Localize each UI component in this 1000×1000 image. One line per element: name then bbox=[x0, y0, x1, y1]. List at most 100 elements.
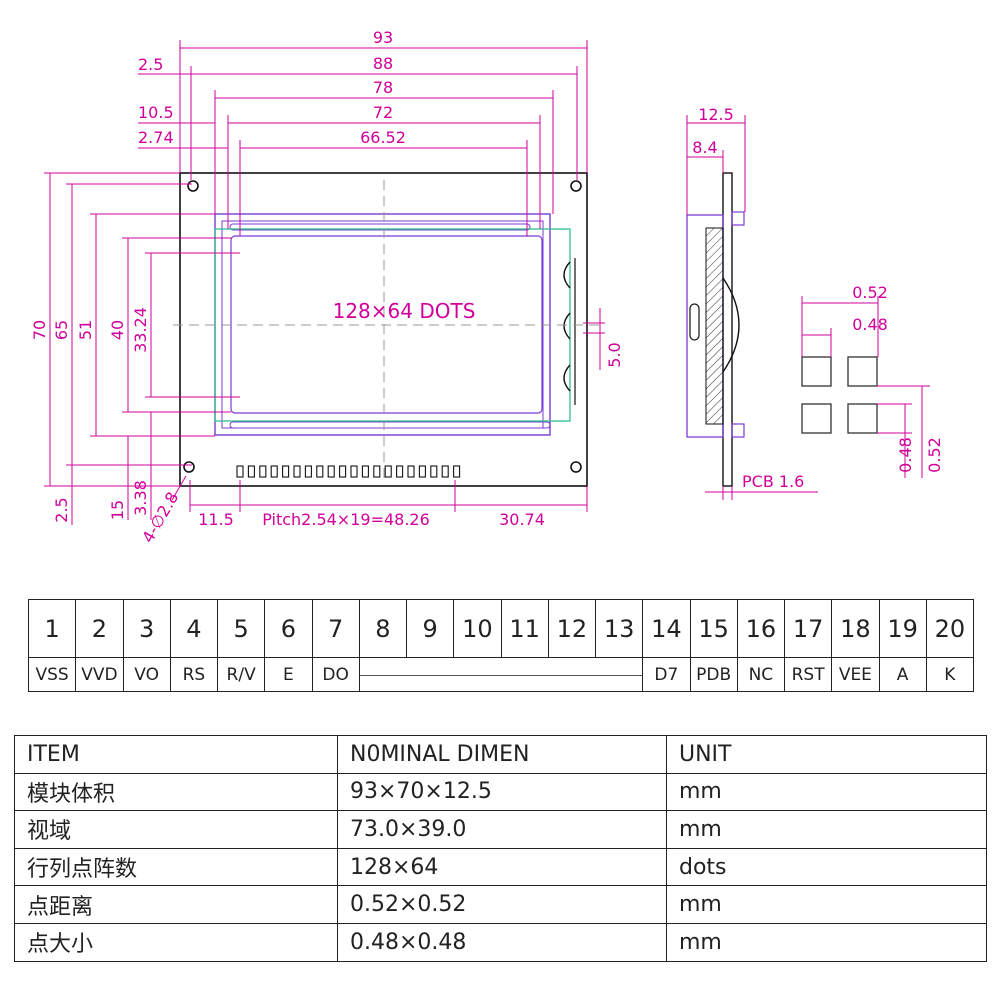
pin-number: 5 bbox=[216, 599, 266, 658]
dim-0-52-top: 0.52 bbox=[852, 283, 888, 302]
dim-30-74: 30.74 bbox=[499, 510, 545, 529]
dot-square bbox=[801, 403, 832, 434]
connector-pin bbox=[259, 465, 267, 478]
dim-pitch: Pitch2.54×19=48.26 bbox=[262, 510, 430, 529]
connector-pin bbox=[270, 465, 278, 478]
connector-pin bbox=[316, 465, 324, 478]
spec-item: 点大小 bbox=[14, 922, 338, 962]
spec-row: 点距离 0.52×0.52 mm bbox=[14, 885, 987, 924]
pin-number: 2 bbox=[75, 599, 124, 658]
pin-number: 1 bbox=[27, 599, 77, 658]
pin-name: D7 bbox=[642, 657, 691, 692]
pin-number: 14 bbox=[642, 599, 691, 658]
side-slot bbox=[689, 303, 700, 341]
pin-name: E bbox=[264, 657, 313, 692]
dim-72: 72 bbox=[373, 103, 393, 122]
pin-number: 9 bbox=[405, 599, 455, 658]
side-curve bbox=[722, 277, 740, 373]
spec-header-row: ITEM N0MINAL DIMEN UNIT bbox=[14, 735, 987, 774]
dim-51: 51 bbox=[76, 320, 95, 340]
pin-name: VVD bbox=[75, 657, 124, 692]
dim-70: 70 bbox=[30, 320, 49, 340]
connector-pin bbox=[361, 465, 369, 478]
spec-header-dimen: N0MINAL DIMEN bbox=[337, 735, 667, 774]
dim-2-74: 2.74 bbox=[138, 128, 174, 147]
connector-pins bbox=[236, 465, 461, 478]
dim-10-5: 10.5 bbox=[138, 103, 174, 122]
pin-name-continuation bbox=[453, 657, 502, 692]
spec-header-item: ITEM bbox=[14, 735, 338, 774]
pin-name: RS bbox=[169, 657, 219, 692]
pin-number: 11 bbox=[500, 599, 549, 658]
dim-88: 88 bbox=[373, 54, 393, 73]
dim-2-5-left: 2.5 bbox=[52, 497, 71, 522]
backlight-bump bbox=[563, 364, 571, 392]
mechanical-drawing: 128×64 DOTS 93 88 78 72 66.52 2.5 10.5 2… bbox=[30, 28, 944, 546]
spec-item: 模块体积 bbox=[14, 772, 338, 812]
pin-name-continuation bbox=[359, 657, 407, 692]
top-dimensions bbox=[138, 40, 588, 236]
pin-number: 12 bbox=[547, 599, 597, 658]
hole-leader bbox=[171, 475, 187, 501]
pin-name: K bbox=[925, 657, 975, 692]
spec-row: 行列点阵数 128×64 dots bbox=[14, 847, 987, 887]
pin-name: VSS bbox=[27, 657, 77, 692]
spec-unit: mm bbox=[666, 810, 987, 849]
side-pcb bbox=[722, 172, 733, 487]
pin-name: R/V bbox=[216, 657, 266, 692]
spec-unit: dots bbox=[666, 847, 987, 887]
connector-pin bbox=[384, 465, 392, 478]
dim-66-52: 66.52 bbox=[360, 128, 406, 147]
connector-pin bbox=[304, 465, 312, 478]
side-bezel-tab bbox=[731, 423, 745, 438]
pin-number: 17 bbox=[783, 599, 833, 658]
left-dimensions bbox=[44, 172, 240, 525]
spec-value: 128×64 bbox=[337, 847, 667, 887]
connector-pin bbox=[441, 465, 449, 478]
bezel-bottom-slot bbox=[229, 421, 551, 429]
front-view: 128×64 DOTS bbox=[173, 172, 605, 487]
pin-name: A bbox=[878, 657, 927, 692]
dots-label: 128×64 DOTS bbox=[333, 299, 476, 323]
pin-number: 4 bbox=[169, 599, 219, 658]
connector-pin bbox=[418, 465, 426, 478]
pcb-outline bbox=[179, 172, 588, 487]
side-hatch bbox=[705, 227, 724, 425]
pin-number: 16 bbox=[736, 599, 786, 658]
pin-name: RST bbox=[783, 657, 833, 692]
dot-square bbox=[847, 356, 878, 387]
connector-pin bbox=[327, 465, 335, 478]
dot-square bbox=[801, 356, 832, 387]
dim-78: 78 bbox=[373, 78, 393, 97]
mounting-hole-icon bbox=[570, 180, 582, 192]
side-view: 12.5 8.4 PCB 1.6 bbox=[686, 105, 818, 500]
spec-unit: mm bbox=[666, 922, 987, 962]
spec-row: 点大小 0.48×0.48 mm bbox=[14, 922, 987, 962]
pin-name: DO bbox=[311, 657, 360, 692]
dot-detail: 0.52 0.48 0.48 0.52 bbox=[801, 283, 944, 478]
mounting-hole-icon bbox=[570, 461, 582, 473]
connector-pin bbox=[282, 465, 290, 478]
pin-number: 7 bbox=[311, 599, 360, 658]
bottom-dimension-labels: 11.5 Pitch2.54×19=48.26 30.74 5.0 bbox=[198, 342, 624, 529]
connector-pin bbox=[453, 465, 461, 478]
pin-number: 13 bbox=[594, 599, 644, 658]
pin-name-continuation bbox=[501, 657, 549, 692]
connector-pin bbox=[339, 465, 347, 478]
dim-8-4: 8.4 bbox=[692, 138, 717, 157]
connector-pin bbox=[373, 465, 381, 478]
spec-value: 0.52×0.52 bbox=[337, 885, 667, 924]
pin-name-continuation bbox=[548, 657, 596, 692]
dim-0-48-top: 0.48 bbox=[852, 315, 888, 334]
spec-item: 视域 bbox=[14, 810, 338, 849]
dim-65: 65 bbox=[52, 320, 71, 340]
pin-number: 3 bbox=[122, 599, 171, 658]
pin-name: NC bbox=[736, 657, 786, 692]
spec-table: ITEM N0MINAL DIMEN UNIT 模块体积 93×70×12.5 … bbox=[14, 735, 987, 962]
spec-item: 行列点阵数 bbox=[14, 847, 338, 887]
spec-value: 93×70×12.5 bbox=[337, 772, 667, 812]
top-dimension-labels: 93 88 78 72 66.52 2.5 10.5 2.74 bbox=[138, 28, 406, 147]
